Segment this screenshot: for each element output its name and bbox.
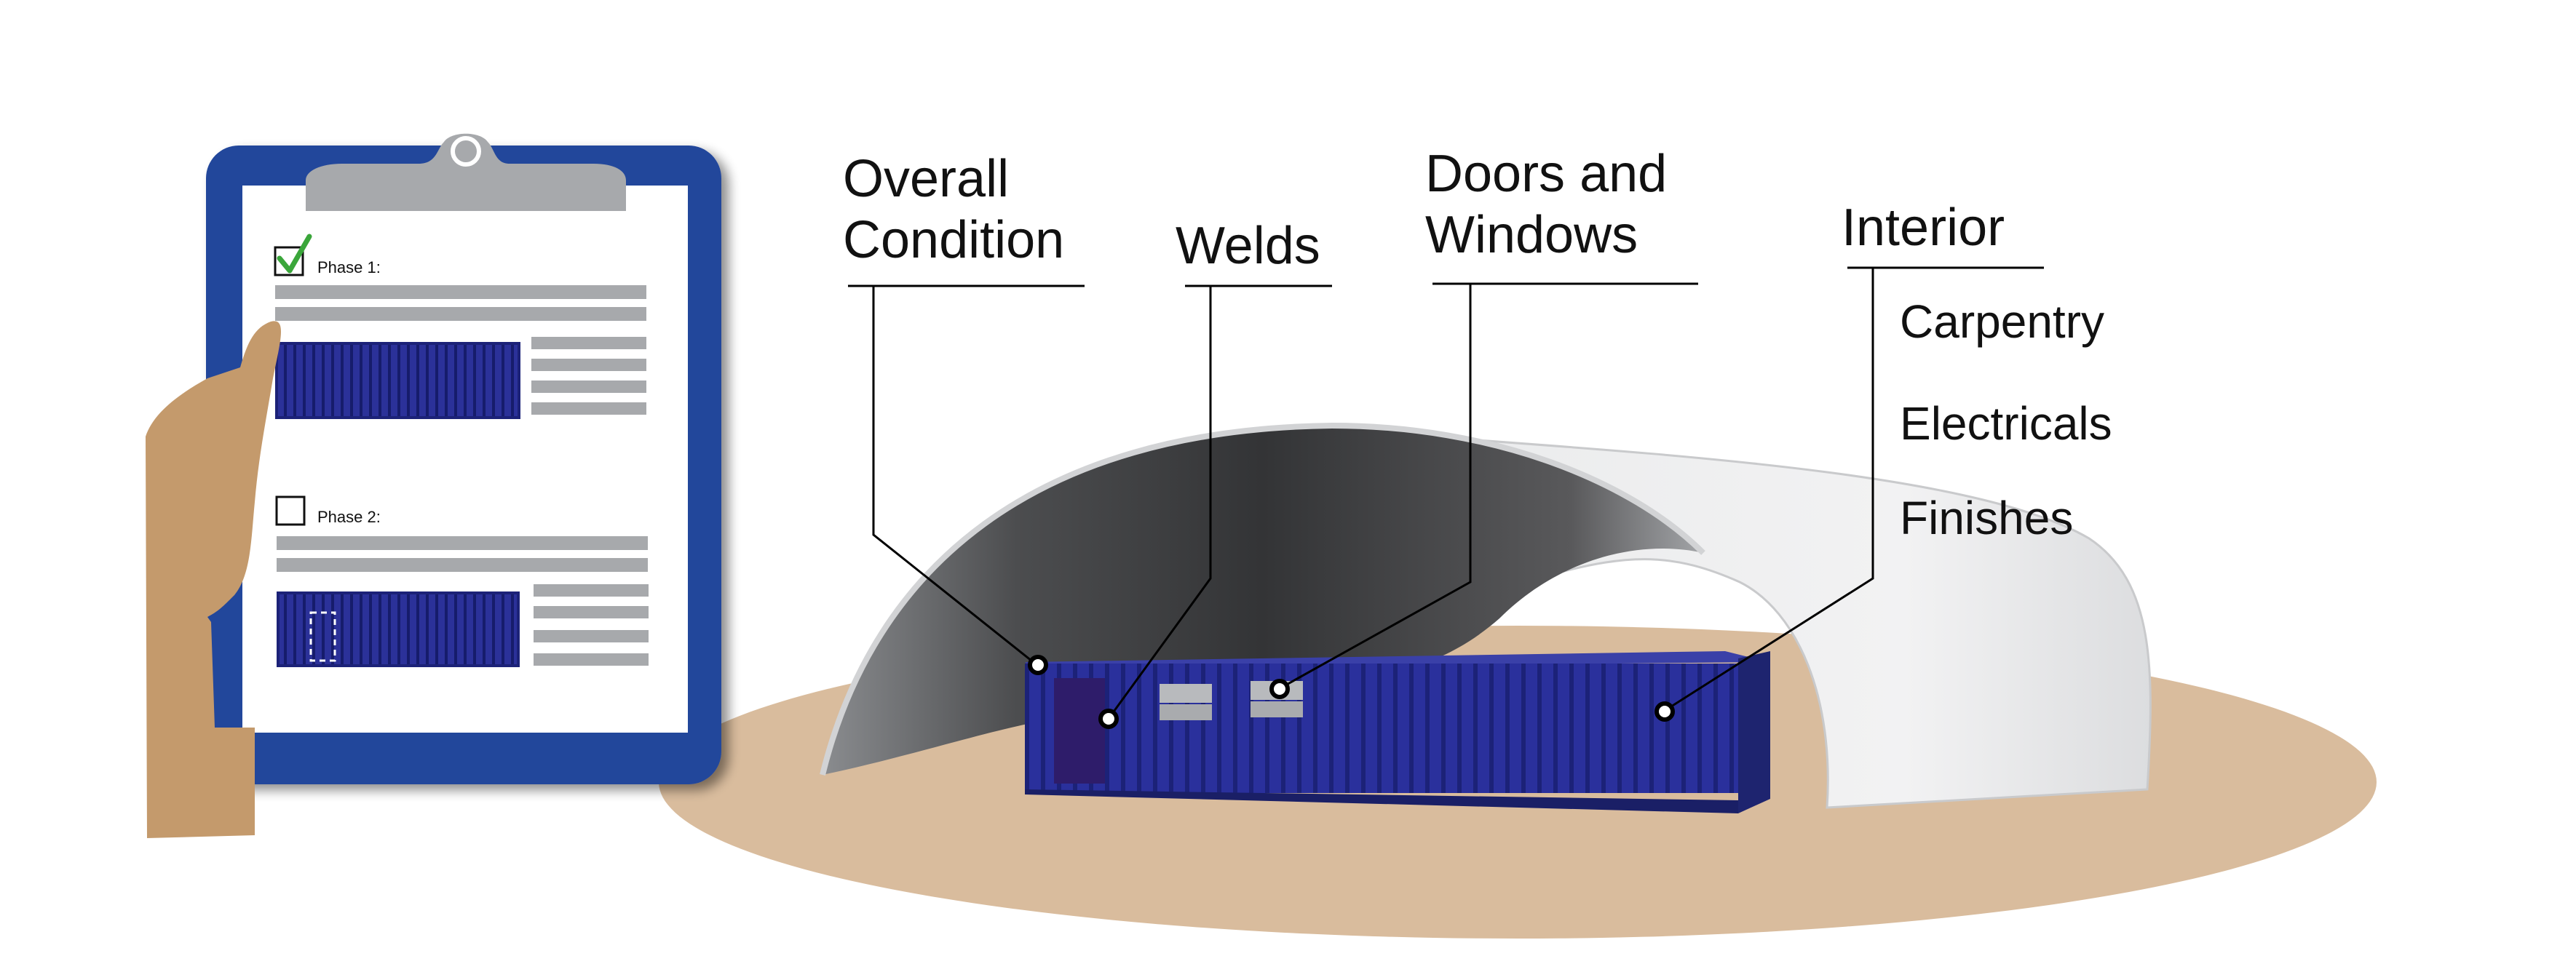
phase-1-line-4 [531,359,646,371]
container-base [1025,789,1738,813]
phase-2-line-6 [534,653,649,666]
dot-doors-windows [1269,679,1290,699]
leader-lines [848,266,2044,717]
callout-welds: Welds [1176,217,1320,275]
phase-2-label: Phase 2: [317,508,381,526]
callout-doors-windows: Doors and Windows [1425,145,1668,264]
phase-2-container-thumb [277,591,520,667]
phase-1-line-5 [531,381,646,393]
interior-item-finishes: Finishes [1900,492,2074,544]
dot-welds [1098,709,1119,729]
phase-1-line-1 [275,285,646,299]
dot-overall-condition [1028,655,1048,675]
leader-overall-condition-drop [872,286,1036,665]
dot-interior [1654,701,1675,722]
callout-interior: Interior [1842,199,2005,257]
phase-2-line-1 [277,536,648,550]
phase-1-line-3 [531,337,646,349]
shelter-arch-rim [820,422,1705,776]
callout-overall-condition: Overall Condition [843,150,1065,269]
container-end [1738,651,1770,813]
leader-doors-windows-drop [1277,284,1472,691]
container-window-1 [1160,684,1212,720]
phase-2-line-5 [534,630,649,642]
clipboard [206,133,721,784]
phase-2-checkbox [275,495,306,526]
phase-1-check-icon [277,234,312,274]
phase-1-line-2 [275,307,646,321]
leader-dots [1028,655,1675,729]
phase-2-door-outline [309,611,336,662]
container-front [1025,664,1738,793]
leader-interior-drop [1662,268,1874,713]
phase-1-container-thumb [275,342,520,419]
interior-item-carpentry: Carpentry [1900,295,2104,348]
shipping-container [1025,651,1770,813]
phase-2-line-2 [277,558,648,572]
clipboard-clip [306,133,626,211]
clipboard-clip-hole [451,136,481,167]
phase-2-line-4 [534,606,649,618]
phase-1-label: Phase 1: [317,258,381,276]
phase-1-line-6 [531,402,646,415]
hand [146,321,282,838]
leader-welds-drop [1109,286,1212,717]
phase-2-line-3 [534,584,649,597]
interior-item-electricals: Electricals [1900,397,2112,450]
container-door [1054,678,1105,784]
